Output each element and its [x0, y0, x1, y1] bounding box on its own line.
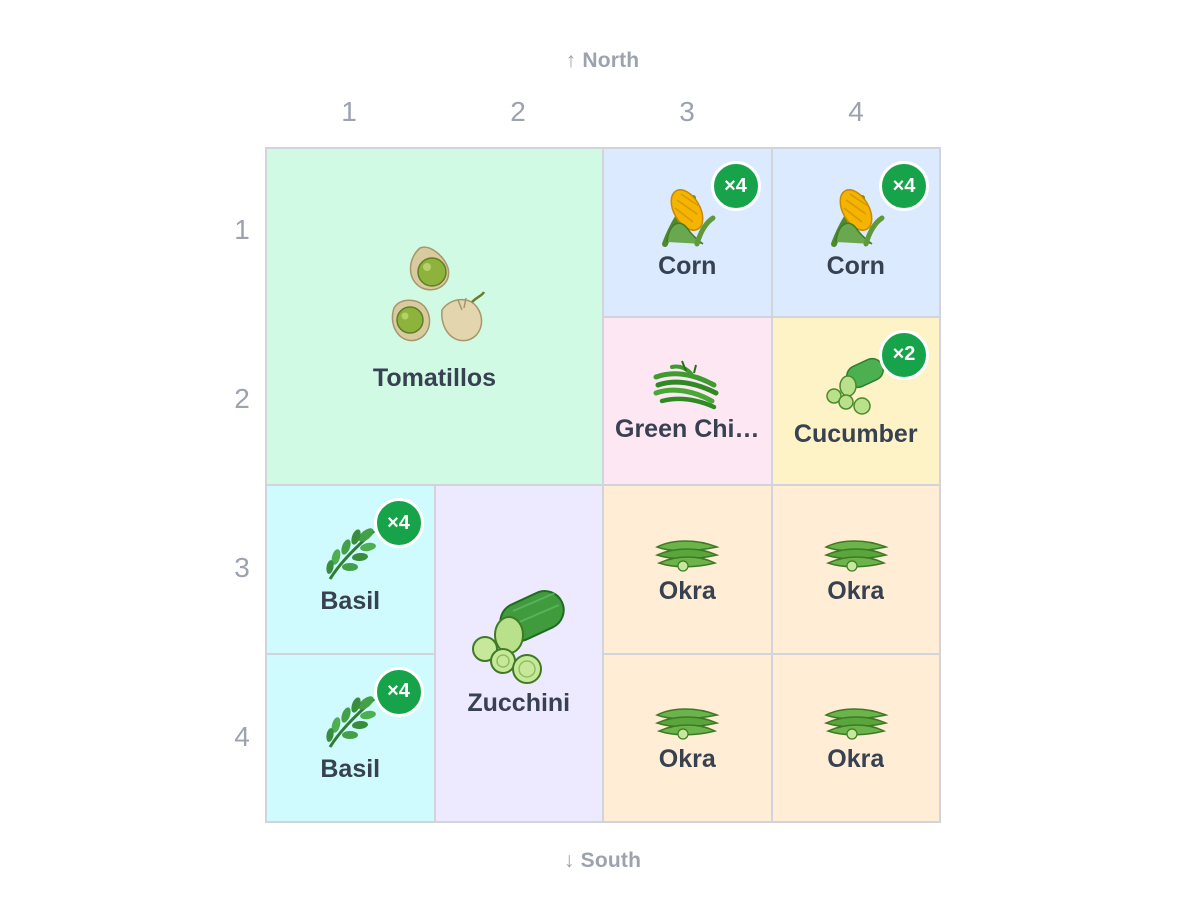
basil-icon — [320, 523, 380, 583]
okra-icon — [653, 701, 721, 741]
plot-zucchini[interactable]: Zucchini — [435, 486, 602, 821]
plot-name: Green Chi… — [615, 415, 760, 444]
column-label-1: 1 — [341, 96, 357, 127]
plot-name: Tomatillos — [372, 364, 497, 392]
plot-tomatillos[interactable]: Tomatillos — [267, 149, 602, 484]
plot-okra[interactable]: Okra — [772, 486, 939, 653]
plot-name: Corn — [658, 251, 717, 280]
plot-basil[interactable]: Basil ×4 — [267, 654, 434, 821]
okra-icon — [653, 533, 721, 573]
basil-icon — [320, 691, 380, 751]
column-label-2: 2 — [510, 96, 526, 127]
corn-icon — [657, 184, 717, 248]
column-label-3: 3 — [679, 96, 695, 127]
quantity-badge: ×4 — [879, 161, 929, 211]
zucchini-icon — [469, 589, 569, 685]
plot-cucumber[interactable]: Cucumber ×2 — [772, 317, 939, 484]
corn-icon — [826, 184, 886, 248]
tomatillo-icon — [380, 240, 490, 350]
quantity-badge: ×4 — [710, 161, 761, 211]
plot-basil[interactable]: Basil ×4 — [267, 486, 434, 653]
quantity-badge: ×4 — [373, 666, 424, 717]
row-label-2: 2 — [234, 383, 250, 414]
north-label: ↑North — [565, 49, 640, 72]
column-label-4: 4 — [848, 96, 864, 127]
plot-okra[interactable]: Okra — [772, 654, 939, 821]
arrow-down-icon: ↓ — [563, 849, 575, 872]
row-label-1: 1 — [234, 214, 250, 245]
south-label: ↓South — [563, 849, 642, 872]
garden-grid: Tomatillos Corn ×4 — [265, 147, 941, 823]
cucumber-icon — [824, 352, 888, 416]
plot-corn[interactable]: Corn ×4 — [772, 149, 939, 316]
quantity-badge: ×4 — [373, 498, 424, 548]
plot-green-chili[interactable]: Green Chi… — [604, 317, 771, 484]
row-label-4: 4 — [234, 721, 250, 752]
plot-name: Cucumber — [793, 420, 918, 449]
plot-name: Okra — [827, 745, 885, 774]
plot-name: Zucchini — [467, 689, 571, 717]
arrow-up-icon: ↑ — [565, 49, 577, 72]
okra-icon — [822, 701, 890, 741]
plot-name: Basil — [320, 755, 381, 784]
plot-okra[interactable]: Okra — [604, 654, 771, 821]
plot-name: Corn — [826, 251, 885, 280]
plot-name: Okra — [658, 576, 716, 605]
okra-icon — [822, 533, 890, 573]
plot-corn[interactable]: Corn ×4 — [604, 149, 771, 316]
quantity-badge: ×2 — [879, 329, 929, 380]
green-chili-icon — [652, 357, 722, 411]
plot-name: Okra — [827, 576, 885, 605]
plot-okra[interactable]: Okra — [604, 486, 771, 653]
plot-name: Okra — [658, 745, 716, 774]
row-label-3: 3 — [234, 552, 250, 583]
plot-name: Basil — [320, 586, 381, 615]
